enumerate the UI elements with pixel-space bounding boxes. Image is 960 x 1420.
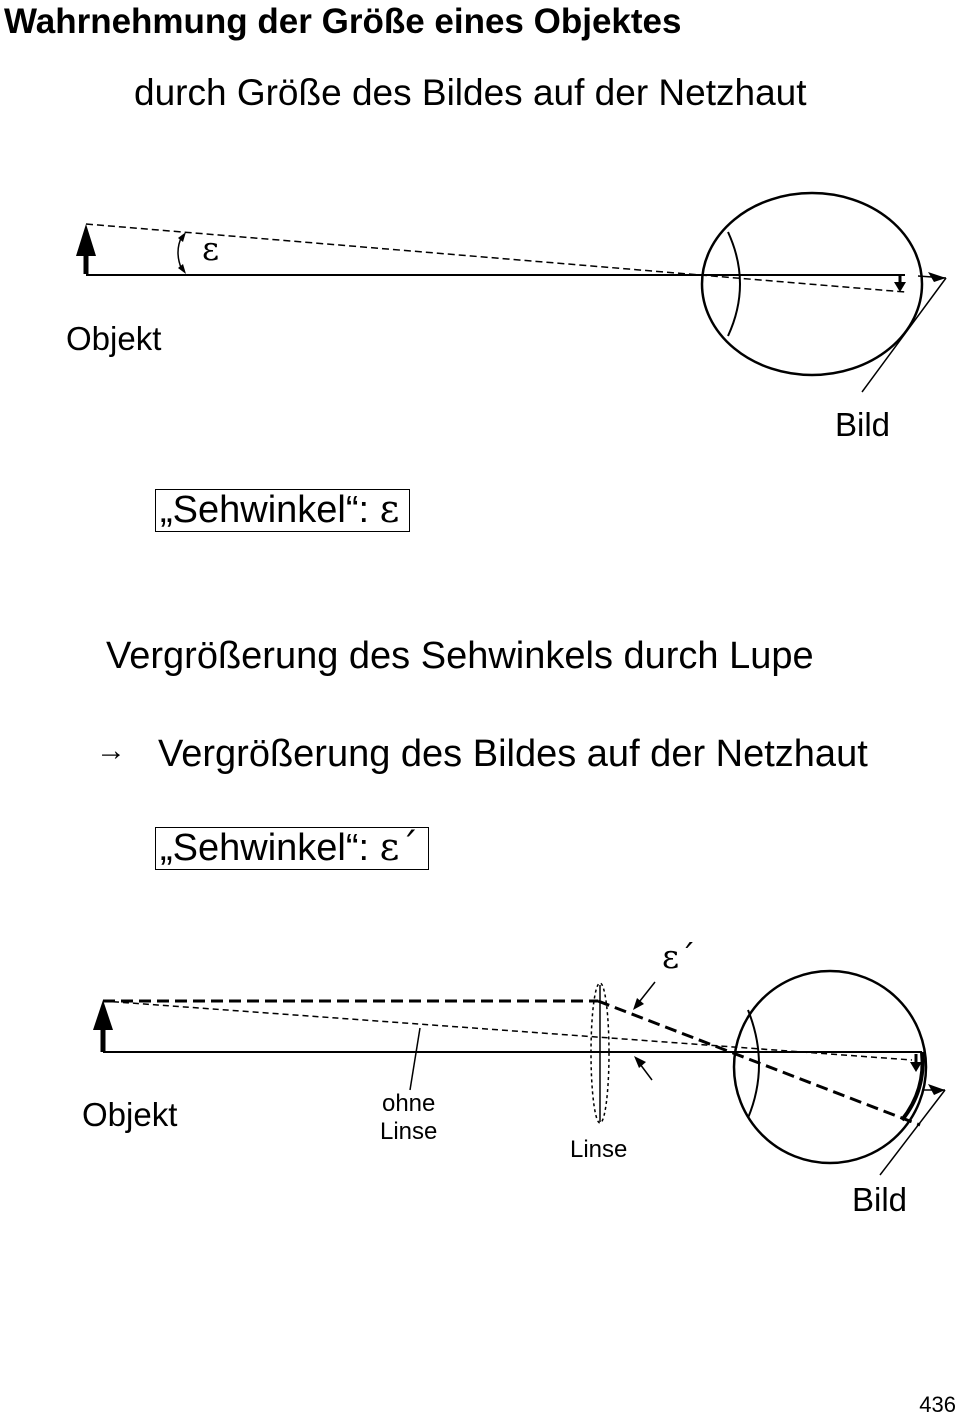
page-number: 436 [919,1392,956,1417]
image-pointer-1 [861,277,947,393]
without-lens-label: ohne Linse [380,1090,438,1145]
angle-label-epsilon: ε [202,229,220,268]
angle-label-epsilon-prime: ε´ [662,937,696,976]
eye-lens-2 [747,1009,760,1119]
object-arrowhead-2 [93,1000,113,1030]
object-label-2: Objekt [82,1096,178,1133]
page-title: Wahrnehmung der Größe eines Objektes [4,2,682,41]
implies-arrow-icon: → [96,734,126,767]
image-label-2: Bild [852,1181,908,1218]
eyeball-1 [700,191,924,377]
section-heading: Vergrößerung des Sehwinkels durch Lupe [106,635,814,677]
visual-angle-box-1: „Sehwinkel“: ε [155,487,411,532]
visual-angle-symbol-2: ε´ [379,825,419,869]
magnifier-lens [590,982,610,1124]
image-pointer-2 [879,1089,946,1176]
visual-angle-text-1: „Sehwinkel“: [160,489,380,531]
image-label-1: Bild [835,406,891,443]
object-label-1: Objekt [66,320,162,357]
visual-angle-text-2: „Sehwinkel“: [160,827,380,869]
ray-1 [85,223,906,293]
retina-image-2 [900,1051,925,1122]
angle-arc-1 [177,235,183,271]
eyeball-2 [732,969,928,1165]
page-subtitle: durch Größe des Bildes auf der Netzhaut [134,72,807,113]
visual-angle-box-2: „Sehwinkel“: ε´ [155,825,430,870]
lens-label: Linse [570,1136,628,1163]
section-subheading: Vergrößerung des Bildes auf der Netzhaut [158,733,868,775]
ray-without-lens [102,1000,913,1061]
object-arrowhead-1 [76,224,96,256]
visual-angle-symbol-1: ε [379,487,400,531]
without-lens-pointer [409,1027,421,1091]
eye-lens-1 [727,231,741,337]
